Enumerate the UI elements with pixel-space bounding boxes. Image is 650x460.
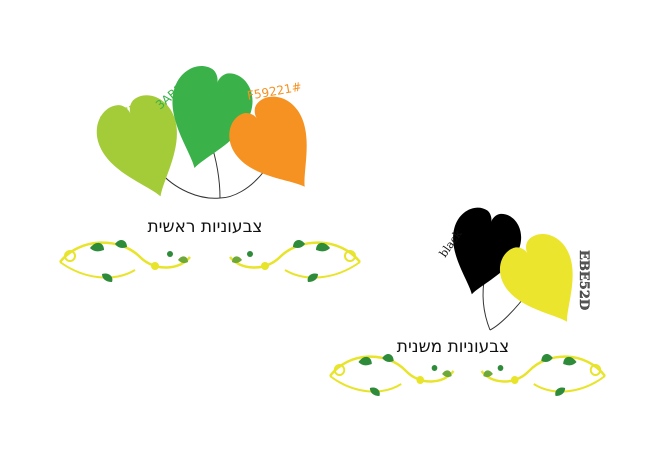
- secondary-palette: black EBE52D צבעוניות משנית: [328, 202, 607, 398]
- secondary-title: צבעוניות משנית: [397, 337, 509, 357]
- swatch-label-ebe52d: EBE52D: [576, 250, 591, 310]
- stem-line: [219, 169, 266, 199]
- primary-ornament: [58, 238, 362, 284]
- primary-title: צבעוניות ראשית: [148, 217, 263, 237]
- primary-palette: A4CC39# 3AB249# F59221# צבעוניות ראשית: [58, 59, 362, 284]
- secondary-ornament: [328, 352, 607, 398]
